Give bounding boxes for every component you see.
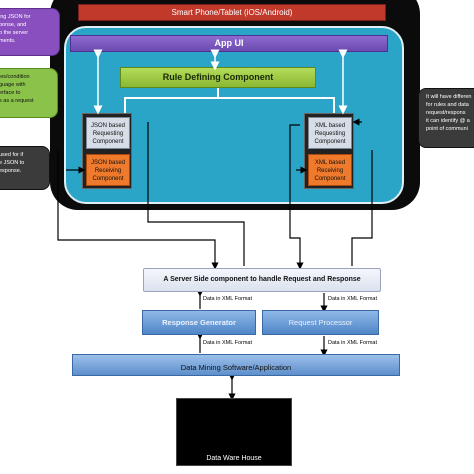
json-req-line3: Component: [92, 139, 124, 145]
data-warehouse-label: Data Ware House: [206, 455, 262, 462]
callout-line: s as a request: [0, 98, 34, 104]
callout-line: esponse.: [0, 168, 22, 174]
json-rec-line3: Component: [92, 176, 124, 182]
server-side-component: A Server Side component to handle Reques…: [143, 268, 381, 292]
xml-receiving-component: XML based Receiving Component: [308, 154, 352, 186]
callout-line: request/respons: [426, 110, 466, 116]
callout-xml-description: It will have differen for rules and data…: [418, 88, 474, 148]
callout-line: e JSON to: [0, 160, 25, 166]
callout-line: it can identify @ a: [426, 118, 470, 124]
xml-req-line3: Component: [314, 139, 346, 145]
connector-rule-to-modules-top: [124, 97, 334, 99]
json-req-line2: Requesting: [92, 131, 124, 137]
response-generator: Response Generator: [142, 310, 256, 335]
json-rec-line1: JSON based: [90, 160, 126, 166]
connector-rule-down: [217, 88, 219, 98]
callout-line: It will have differen: [426, 94, 472, 100]
callout-line: o the server: [0, 30, 29, 36]
data-mining-software: Data Mining Software/Application: [72, 354, 400, 376]
connector-right-down: [333, 97, 335, 115]
json-req-line1: JSON based: [90, 123, 126, 129]
callout-line: used for if: [0, 152, 24, 158]
xml-req-line2: Requesting: [314, 131, 346, 137]
phone-title-bar: Smart Phone/Tablet (iOS/Android): [78, 4, 386, 21]
format-label-right-2: Data in XML Format: [328, 340, 378, 346]
xml-requesting-component: XML based Requesting Component: [308, 117, 352, 149]
line-xml-response-in: [351, 150, 373, 266]
xml-rec-line2: Receiving: [316, 168, 344, 174]
callout-json-response: used for if e JSON to esponse.: [0, 146, 50, 190]
callout-line: guage with: [0, 82, 26, 88]
data-warehouse: [176, 398, 292, 466]
callout-line: for rules and data: [426, 102, 469, 108]
line-json-request-out: [57, 150, 219, 270]
connector-left-down: [124, 97, 126, 115]
callout-line: les/condition: [0, 74, 30, 80]
callout-rules-description: les/condition guage with erface to s as …: [0, 68, 58, 118]
app-ui-bar: App UI: [70, 35, 388, 52]
xml-module: XML based Requesting Component XML based…: [304, 113, 354, 189]
request-processor: Request Processor: [262, 310, 379, 335]
json-rec-line2: Receiving: [94, 168, 122, 174]
format-label-right: Data in XML Format: [328, 296, 378, 302]
callout-line: ponse, and: [0, 22, 27, 28]
callout-json-description: ing JSON for ponse, and o the server men…: [0, 8, 60, 56]
xml-rec-line3: Component: [314, 176, 346, 182]
format-label-left: Data in XML Format: [203, 296, 253, 302]
callout-line: ments.: [0, 38, 16, 44]
json-requesting-component: JSON based Requesting Component: [86, 117, 130, 149]
callout-line: ing JSON for: [0, 14, 31, 20]
callout-line: point of communi: [426, 126, 468, 132]
xml-rec-line1: XML based: [314, 160, 346, 166]
format-label-left-2: Data in XML Format: [203, 340, 253, 346]
json-module: JSON based Requesting Component JSON bas…: [82, 113, 132, 189]
line-json-response-in: [147, 122, 245, 266]
json-receiving-component: JSON based Receiving Component: [86, 154, 130, 186]
line-xml-request-out: [289, 124, 304, 270]
callout-line: erface to: [0, 90, 21, 96]
xml-req-line1: XML based: [314, 123, 346, 129]
